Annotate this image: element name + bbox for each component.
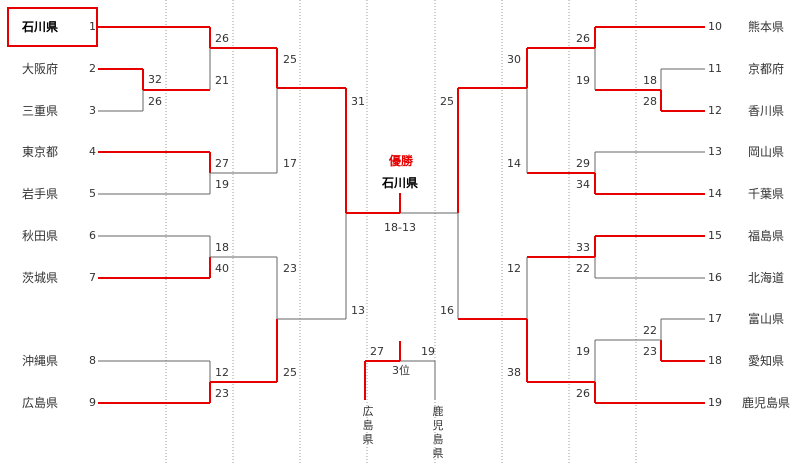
score-r-r1-4a: 19: [576, 345, 590, 358]
score-r-r1-4b: 26: [576, 387, 590, 400]
third-right-score: 19: [421, 345, 435, 358]
right-team-seed: 15: [708, 229, 722, 242]
score-l-r1-4b: 23: [215, 387, 229, 400]
score-l-r1-1a: 26: [215, 32, 229, 45]
score-r-sf-b: 16: [440, 304, 454, 317]
score-r-r1-2a: 29: [576, 157, 590, 170]
score-l-r2-2b: 25: [283, 366, 297, 379]
third-right-team: 鹿 児 島 県: [432, 405, 444, 460]
score-l-r1-3a: 18: [215, 241, 229, 254]
right-team-seed: 14: [708, 187, 722, 200]
right-team-seed: 17: [708, 312, 722, 325]
score-r-r0-2a: 22: [643, 324, 657, 337]
score-l-sf-a: 31: [351, 95, 365, 108]
right-team-seed: 19: [708, 396, 722, 409]
right-team-name: 熊本県: [748, 20, 785, 34]
right-team-name: 鹿児島県: [742, 396, 791, 410]
left-team-seed: 8: [89, 354, 96, 367]
left-team-seed: 7: [89, 271, 96, 284]
score-l-r0-a: 32: [148, 73, 162, 86]
right-team-name: 福島県: [748, 229, 785, 243]
right-team-name: 香川県: [748, 104, 785, 118]
third-left-score: 27: [370, 345, 384, 358]
right-team-seed: 10: [708, 20, 722, 33]
champion-title: 優勝: [389, 154, 414, 168]
right-team-seed: 18: [708, 354, 722, 367]
score-l-r0-b: 26: [148, 95, 162, 108]
score-l-r2-2a: 23: [283, 262, 297, 275]
right-team-seed: 12: [708, 104, 722, 117]
score-l-sf-b: 13: [351, 304, 365, 317]
score-l-r1-1b: 21: [215, 74, 229, 87]
left-team-seed: 6: [89, 229, 96, 242]
left-team-name: 東京都: [22, 145, 59, 159]
left-team-name: 大阪府: [22, 62, 59, 76]
right-team-name: 岡山県: [748, 145, 785, 159]
right-team-seed: 16: [708, 271, 722, 284]
right-team-seed: 13: [708, 145, 722, 158]
right-team-name: 京都府: [748, 62, 785, 76]
left-team-seed: 1: [89, 20, 96, 33]
left-team-seed: 9: [89, 396, 96, 409]
score-r-sf-a: 25: [440, 95, 454, 108]
score-r-r2-1a: 30: [507, 53, 521, 66]
left-team-name: 三重県: [22, 104, 59, 118]
left-team-seed: 4: [89, 145, 96, 158]
left-team-name: 石川県: [22, 20, 59, 34]
third-place-title: 3位: [392, 364, 410, 377]
right-team-name: 北海道: [748, 271, 785, 285]
score-r-r1-3a: 33: [576, 241, 590, 254]
score-r-r1-1b: 19: [576, 74, 590, 87]
score-r-r0-1b: 28: [643, 95, 657, 108]
left-team-name: 岩手県: [22, 187, 59, 201]
score-r-r1-2b: 34: [576, 178, 590, 191]
left-team-name: 広島県: [22, 396, 59, 410]
right-team-name: 富山県: [748, 312, 785, 326]
score-r-r1-3b: 22: [576, 262, 590, 275]
left-team-name: 沖縄県: [22, 354, 59, 368]
score-r-r1-1a: 26: [576, 32, 590, 45]
score-l-r1-4a: 12: [215, 366, 229, 379]
score-l-r2-1a: 25: [283, 53, 297, 66]
score-r-r0-1a: 18: [643, 74, 657, 87]
right-team-name: 千葉県: [748, 187, 785, 201]
right-team-seed: 11: [708, 62, 722, 75]
score-r-r2-1b: 14: [507, 157, 521, 170]
right-team-name: 愛知県: [748, 354, 785, 368]
score-r-r0-2b: 23: [643, 345, 657, 358]
champion-name: 石川県: [382, 176, 419, 190]
left-team-seed: 2: [89, 62, 96, 75]
score-r-r2-2a: 12: [507, 262, 521, 275]
left-team-seed: 5: [89, 187, 96, 200]
score-l-r1-2b: 19: [215, 178, 229, 191]
score-l-r1-3b: 40: [215, 262, 229, 275]
third-left-team: 広 島 県: [362, 405, 374, 446]
left-team-name: 秋田県: [22, 229, 59, 243]
left-team-seed: 3: [89, 104, 96, 117]
score-l-r1-2a: 27: [215, 157, 229, 170]
final-score: 18-13: [384, 221, 416, 234]
champion-team-highlight: [7, 7, 98, 47]
score-r-r2-2b: 38: [507, 366, 521, 379]
score-l-r2-1b: 17: [283, 157, 297, 170]
left-team-name: 茨城県: [22, 271, 59, 285]
